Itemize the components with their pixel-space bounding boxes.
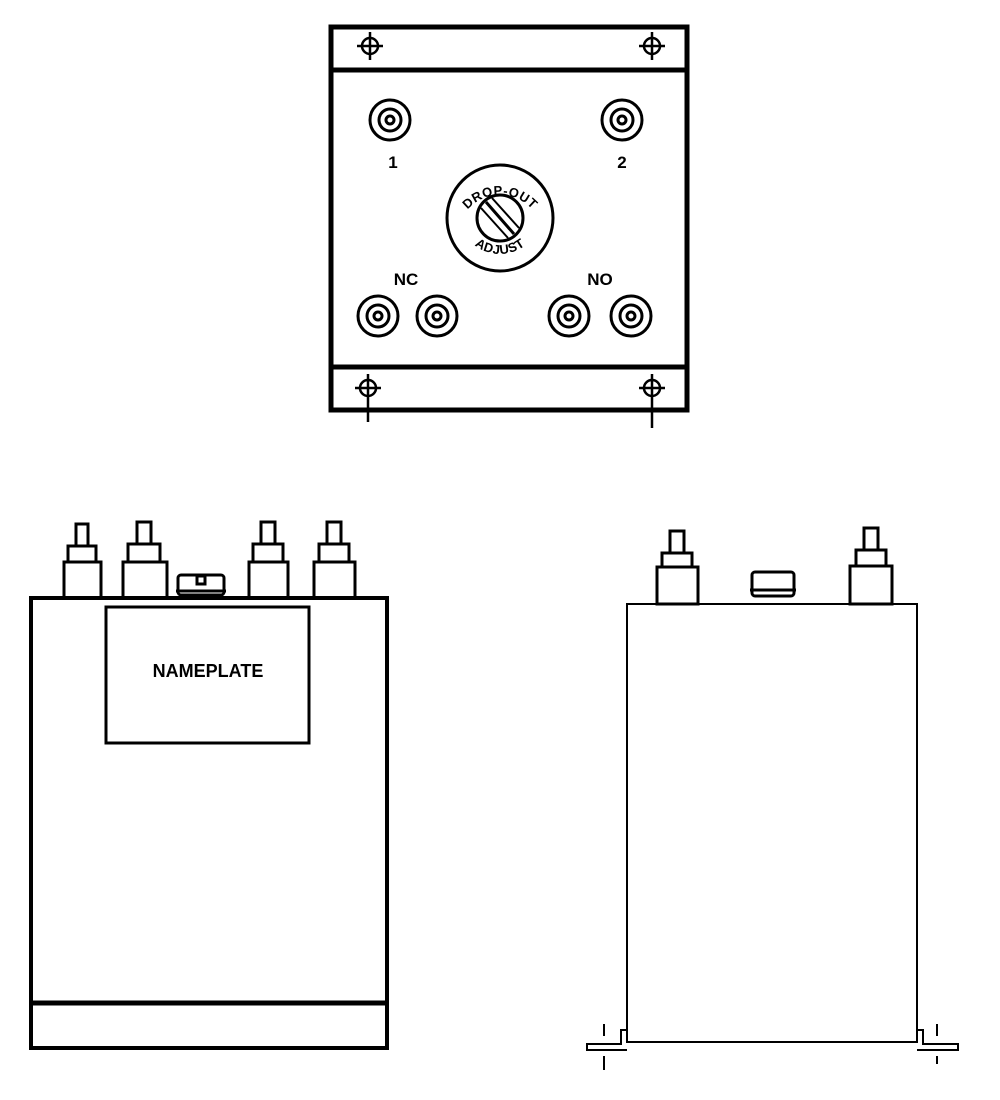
- top-view-body: [328, 24, 690, 413]
- no-terminal-a-nut-icon: [547, 294, 591, 338]
- terminal-2-label: 2: [617, 153, 626, 172]
- no-terminal-b-nut-icon: [609, 294, 653, 338]
- front-stud-icon: [312, 520, 357, 600]
- nameplate-area: [104, 605, 311, 745]
- mounting-hole-icon: [639, 374, 665, 428]
- terminal-1-nut-icon: [368, 98, 412, 142]
- mounting-hole-icon: [639, 32, 665, 60]
- side-view-case: [626, 603, 918, 1043]
- side-stud-icon: [848, 526, 894, 606]
- nameplate-label: NAMEPLATE: [153, 661, 264, 681]
- front-ground-lug-icon: [176, 573, 226, 597]
- nc-label: NC: [394, 270, 419, 289]
- nc-terminal-b-nut-icon: [415, 294, 459, 338]
- terminal-2-nut-icon: [600, 98, 644, 142]
- drop-out-adjust-dial-icon: [445, 163, 555, 273]
- right-mounting-foot: [917, 1024, 959, 1064]
- terminal-1-label: 1: [388, 153, 397, 172]
- dial-bottom-text: ADJUST: [473, 235, 527, 257]
- mounting-hole-icon: [355, 374, 381, 422]
- left-mounting-foot: [586, 1024, 627, 1070]
- side-ground-lug-icon: [750, 570, 796, 598]
- front-view-case: [29, 596, 389, 1050]
- nc-terminal-a-nut-icon: [356, 294, 400, 338]
- side-stud-icon: [655, 529, 700, 606]
- side-view: [586, 526, 959, 1070]
- front-stud-icon: [121, 520, 169, 600]
- dial-bottom-text-path: ADJUST: [473, 235, 527, 257]
- front-stud-icon: [247, 520, 290, 600]
- front-view: NAMEPLATE: [29, 520, 389, 1050]
- no-label: NO: [587, 270, 613, 289]
- mounting-hole-icon: [357, 32, 383, 60]
- top-view: 1 2 NC NO DROP-OUT ADJUST: [328, 24, 690, 428]
- front-stud-icon: [62, 522, 103, 600]
